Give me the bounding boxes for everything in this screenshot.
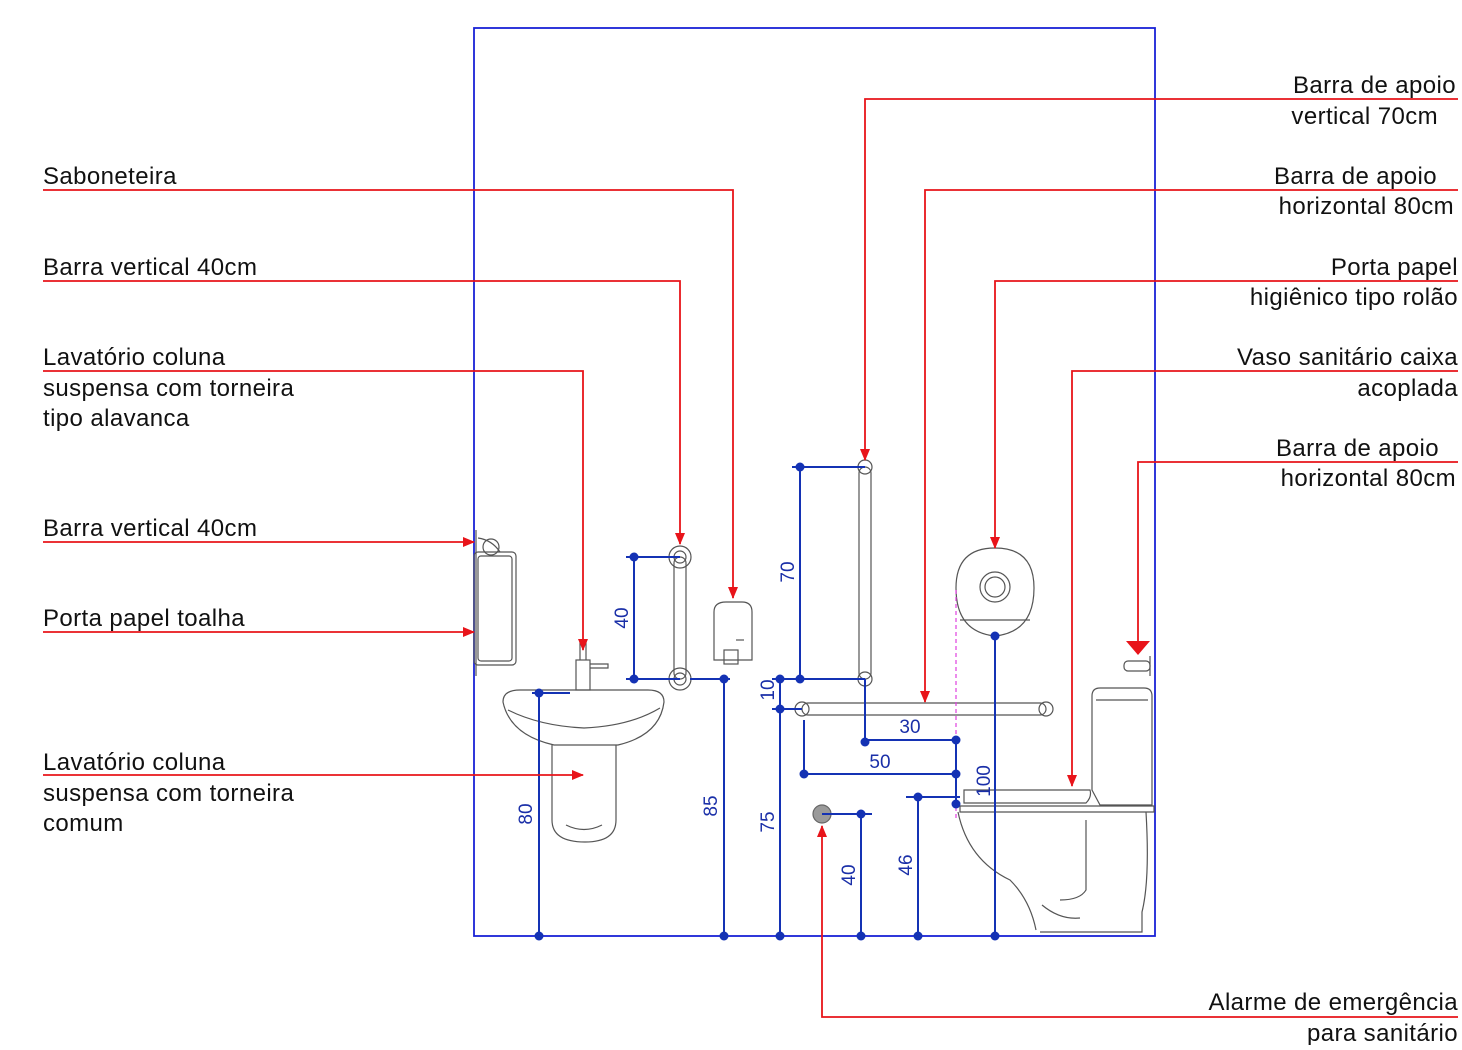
dim-100: 100: [974, 765, 995, 797]
dim-40-bar: 40: [612, 607, 633, 628]
label-barra-apoio-vertical-1: Barra de apoio: [1293, 72, 1456, 99]
label-saboneteira: Saboneteira: [43, 163, 177, 190]
leader-saboneteira: [43, 189, 738, 599]
label-barra-apoio-h1-2: horizontal 80cm: [1279, 193, 1454, 220]
dim-30: 30: [899, 717, 920, 738]
leader-alarme: [817, 825, 1458, 1018]
leader-porta-papel: [990, 280, 1458, 549]
sink: [502, 639, 665, 843]
leader-barra-apoio-vertical: [860, 98, 1458, 461]
toilet-paper-holder: [955, 547, 1035, 637]
wall-frame: [473, 27, 1156, 937]
label-lavatorio-alavanca-2: suspensa com torneira: [43, 375, 294, 402]
leader-vaso: [1067, 370, 1458, 787]
horizontal-grab-bar-80: [794, 701, 1054, 717]
label-porta-papel-2: higiênico tipo rolão: [1250, 284, 1458, 311]
dim-75: 75: [758, 811, 779, 832]
paper-towel-dispenser: [473, 530, 517, 676]
vertical-grab-bar-40: [668, 545, 692, 691]
dim-10: 10: [758, 679, 779, 700]
dimension-lines: [532, 466, 996, 936]
label-lavatorio-comum-2: suspensa com torneira: [43, 780, 294, 807]
dimension-dots: [534, 462, 1000, 941]
dim-85: 85: [701, 795, 722, 816]
dim-50: 50: [869, 752, 890, 773]
label-barra-apoio-h2-2: horizontal 80cm: [1281, 465, 1456, 492]
leader-barra-vertical-1: [43, 280, 685, 545]
label-lavatorio-comum-1: Lavatório coluna: [43, 749, 226, 776]
label-vaso-2: acoplada: [1357, 375, 1458, 402]
label-vaso-1: Vaso sanitário caixa: [1237, 344, 1458, 371]
label-barra-vertical-1: Barra vertical 40cm: [43, 254, 257, 281]
label-barra-apoio-vertical-2: vertical 70cm: [1291, 103, 1438, 130]
label-lavatorio-alavanca-3: tipo alavanca: [43, 405, 190, 432]
dim-46: 46: [896, 854, 917, 875]
label-barra-apoio-h2-1: Barra de apoio: [1276, 435, 1439, 462]
label-alarme-2: para sanitário: [1307, 1020, 1458, 1045]
soap-dispenser: [713, 601, 753, 665]
label-porta-papel-1: Porta papel: [1331, 254, 1458, 281]
label-porta-toalha: Porta papel toalha: [43, 605, 245, 632]
label-barra-apoio-h1-1: Barra de apoio: [1274, 163, 1437, 190]
fixtures: [473, 459, 1155, 933]
label-barra-vertical-2: Barra vertical 40cm: [43, 515, 257, 542]
leader-barra-apoio-h1: [920, 189, 1458, 703]
label-lavatorio-alavanca-1: Lavatório coluna: [43, 344, 226, 371]
vertical-grab-bar-70: [857, 459, 873, 687]
leader-lavatorio-alavanca: [43, 370, 588, 651]
dim-70: 70: [778, 561, 799, 582]
dim-40-alarm: 40: [839, 864, 860, 885]
leader-barra-apoio-h2: [1126, 461, 1458, 655]
label-lavatorio-comum-3: comum: [43, 810, 124, 837]
dim-80: 80: [516, 803, 537, 824]
toilet: [957, 656, 1155, 933]
leader-lines: [43, 98, 1458, 1018]
label-alarme-1: Alarme de emergência: [1209, 989, 1459, 1016]
